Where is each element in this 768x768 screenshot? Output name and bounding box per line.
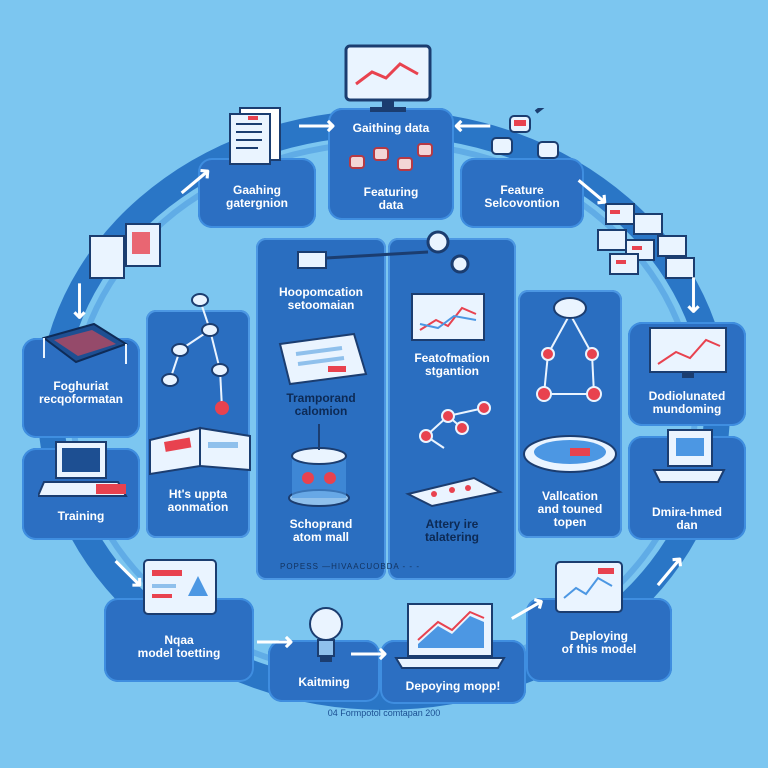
node-gathering-generation-label: Gaahing gatergnion [226,183,288,210]
arrow-left-down: ⟶ [65,282,96,320]
arrow-bulb-to-laptop: ⟶ [350,638,388,668]
arrow-top-left-to-top-center: ⟶ [298,110,336,140]
mesh-grid-icon [34,318,134,378]
magnifier-icon [288,228,488,278]
arrow-right-down-b: ⟶ [679,276,710,314]
node-update-automation-label: Ht's uppta aonmation [167,487,229,514]
tablet-chart-icon [140,556,224,620]
chart-card-icon [272,330,372,390]
network-nodes-icon [526,290,616,420]
laptop-icon [38,438,134,502]
node-feature-selection: Feature Selcovontion [460,158,584,228]
panel-validation: Vallcation and touned topen [518,290,622,538]
node-deploying-app-label: Depoying mopp! [405,679,501,693]
node-sampling-label: Schoprand atom mall [289,517,353,544]
node-gathering-data: Gaithing data Featuring data [328,108,454,220]
node-filtering-label: Attery ire talatering [424,517,479,544]
node-feature-transformation-label: Foghuriat recqoformatan [38,379,124,406]
node-gathering-generation: Gaahing gatergnion [198,158,316,228]
node-feature-transformation: Foghuriat recqoformatan [22,338,140,438]
cylinder-tank-icon [284,420,354,510]
arrow-top-right-to-top-center: ⟵ [454,110,492,140]
stacked-blocks-icon [592,196,712,286]
monitor-chart-icon [640,326,736,382]
flow-graph-icon [404,398,504,508]
panel-inner-left: Ht's uppta aonmation [146,310,250,538]
node-validation-label: Vallcation and touned topen [537,489,603,529]
documents-icon [222,106,288,166]
tablet-chart-icon [552,558,628,618]
monitor-chart-icon [342,44,434,114]
lightbulb-icon [306,602,346,672]
node-feature-formation-label: Featofmation stgantion [414,351,490,378]
cube-device-icon [648,422,728,486]
open-book-icon [146,420,256,476]
node-featuring-data-label: Featuring data [363,185,419,212]
platter-icon [520,428,620,484]
server-boxes-icon [86,216,176,286]
chart-card-icon [408,290,492,346]
node-transformation-label: Tramporand calomion [286,391,356,418]
node-feature-selection-label: Feature Selcovontion [484,183,560,210]
node-learning-label: Kaitming [298,675,350,689]
center-footer: POPESS —HIVAACUOBDA - - - [280,562,420,571]
network-nodes-icon [150,290,240,420]
node-gathering-data-label: Gaithing data [352,121,430,135]
node-deployed-label: Dmira-hmed dan [651,505,722,532]
caption: 04 Formpotol comtapan 200 [327,708,441,718]
node-hyperparameter-label: Hoopomcation setoomaian [279,285,363,312]
node-deploying-model-label: Deploying of this model [561,629,637,656]
arrow-bottom-to-bulb: ⟶ [256,626,294,656]
server-boxes-icon [486,108,576,168]
node-model-testing-label: Nqaa model toetting [137,633,221,660]
node-monitoring-label: Dodiolunated mundoming [648,389,726,416]
database-cylinders-icon [346,140,436,176]
laptop-icon [392,600,508,670]
node-deployed: Dmira-hmed dan [628,436,746,540]
panel-center-left: Hoopomcation setoomaian Tramporand calom… [256,238,386,580]
node-training-label: Training [57,509,105,523]
